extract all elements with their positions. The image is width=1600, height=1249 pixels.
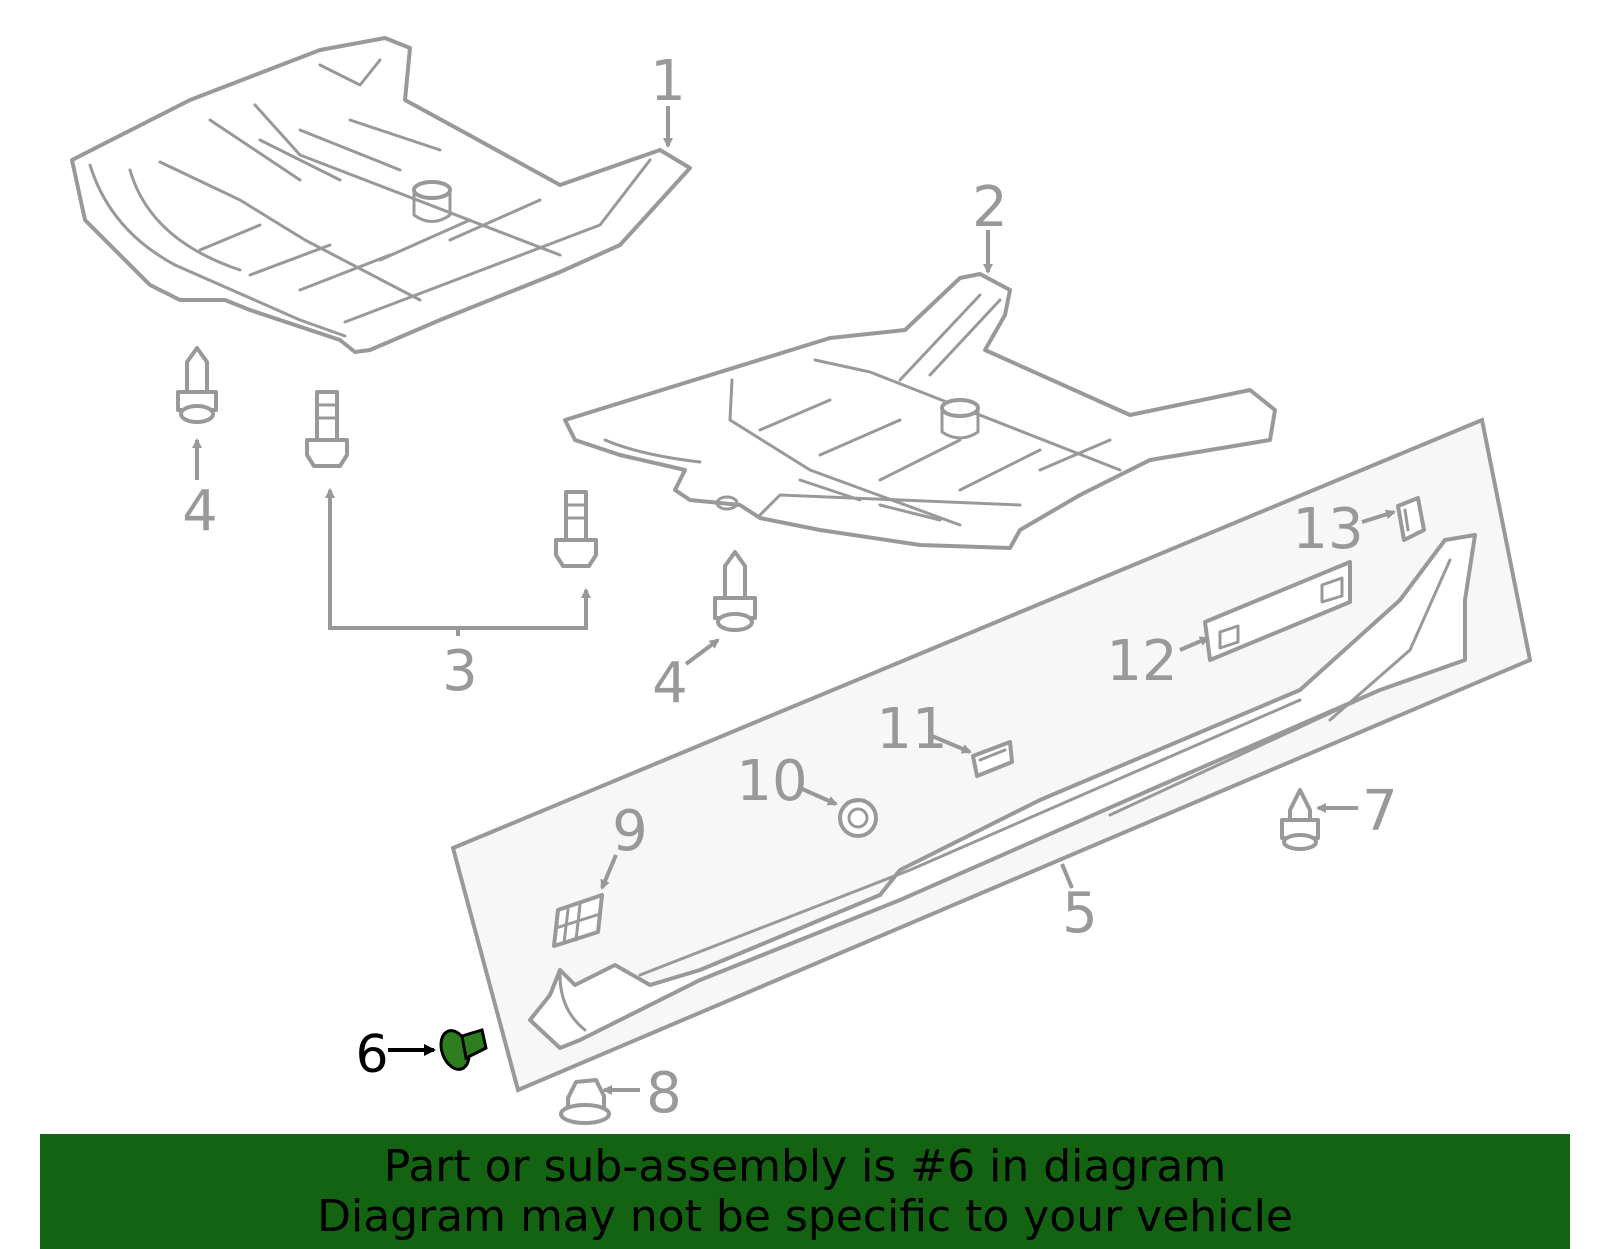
- banner-line-1: Part or sub-assembly is #6 in diagram: [383, 1140, 1227, 1192]
- bolt-3-left: [305, 390, 349, 468]
- callout-7: 7: [1362, 779, 1398, 844]
- callout-9: 9: [612, 799, 648, 864]
- callout-6: 6: [355, 1025, 388, 1085]
- callout-2: 2: [972, 175, 1008, 240]
- clip-11: [971, 740, 1014, 778]
- clip-13: [1396, 496, 1426, 542]
- bolt-3-right: [554, 490, 598, 568]
- part-1-front-under-cover: [70, 36, 692, 354]
- callout-4-left: 4: [182, 479, 218, 544]
- callout-10: 10: [736, 749, 807, 814]
- grommet-10: [838, 798, 878, 838]
- bracket-12: [1203, 560, 1352, 662]
- part-2-rear-under-cover: [563, 272, 1277, 550]
- fastener-4-left: [176, 346, 218, 424]
- callout-5: 5: [1062, 881, 1098, 946]
- callout-4-right: 4: [652, 651, 688, 716]
- info-banner: Part or sub-assembly is #6 in diagram Di…: [40, 1134, 1570, 1249]
- callout-13: 13: [1292, 497, 1363, 562]
- leader-lines: [192, 106, 1396, 1095]
- callout-1: 1: [650, 49, 686, 114]
- callout-3: 3: [442, 639, 478, 704]
- fastener-4-right: [713, 550, 757, 632]
- nut-8: [559, 1078, 611, 1125]
- part-6-highlighted-clip: [439, 1028, 488, 1071]
- clip-9: [552, 893, 604, 948]
- banner-line-2: Diagram may not be specific to your vehi…: [317, 1190, 1293, 1242]
- callout-11: 11: [876, 697, 947, 762]
- clip-7: [1280, 788, 1320, 851]
- callout-8: 8: [646, 1061, 682, 1126]
- callout-12: 12: [1106, 629, 1177, 694]
